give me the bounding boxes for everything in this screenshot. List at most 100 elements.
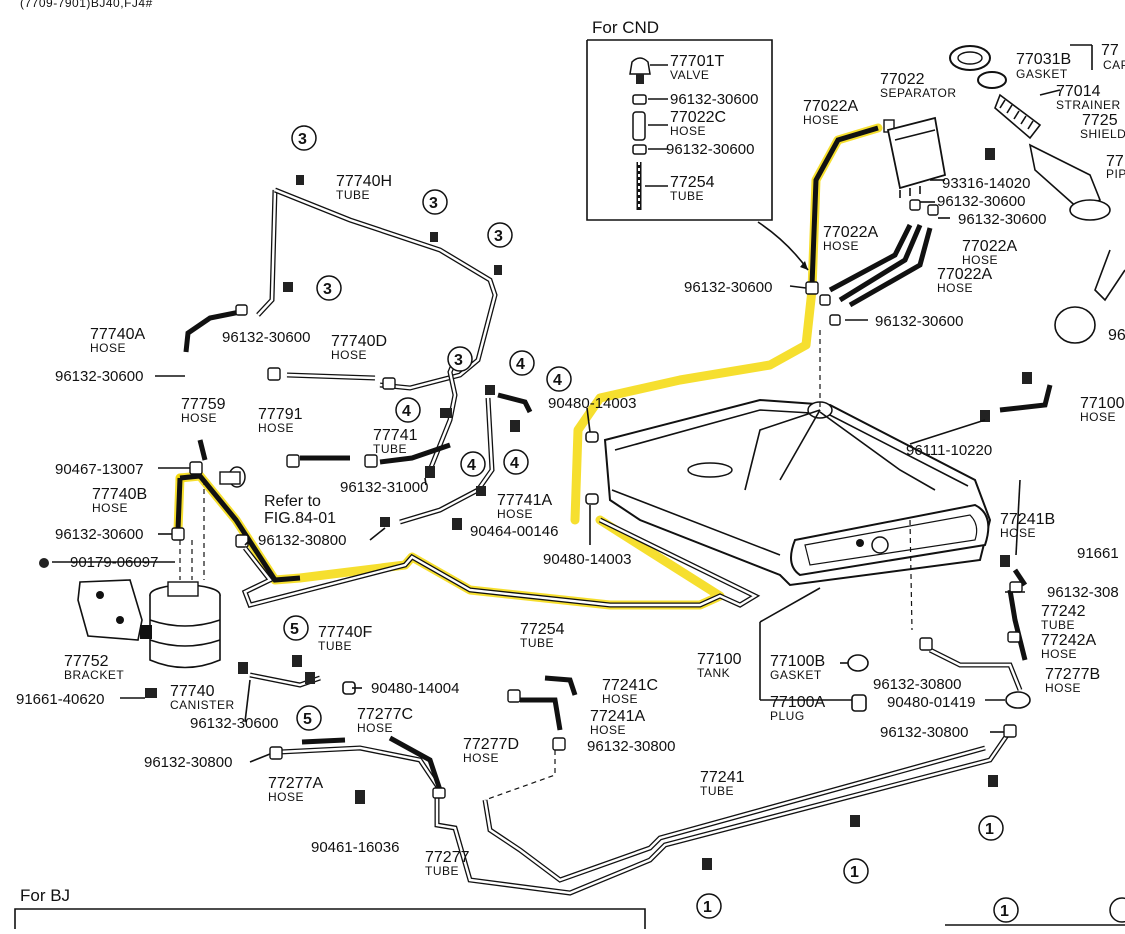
part-name: HOSE <box>1041 647 1077 661</box>
gasket-icon <box>847 654 869 672</box>
clip-icon <box>988 775 998 787</box>
svg-text:4: 4 <box>467 457 476 474</box>
part-number: 77701T <box>670 53 724 70</box>
part-number: 77254 <box>670 174 715 191</box>
fastener-number: 90480-14003 <box>543 551 631 568</box>
ref-marker: 4 <box>395 397 421 423</box>
clamp-icon <box>364 454 378 468</box>
part-name: BRACKET <box>64 668 124 682</box>
part-name: PLUG <box>770 709 805 723</box>
cnd-inset: For CND 77701T VALVE 96132-30600 77022C … <box>586 18 809 271</box>
clamp-icon <box>927 204 939 216</box>
fastener-number: 90461-16036 <box>311 839 399 856</box>
clip-icon <box>430 232 438 242</box>
ref-marker <box>1109 897 1125 923</box>
part-name: TUBE <box>425 864 459 878</box>
ref-marker: 4 <box>546 366 572 392</box>
svg-text:1: 1 <box>1000 903 1009 920</box>
clip-icon <box>440 408 452 418</box>
clip-icon <box>380 517 390 527</box>
part-number: 77022A <box>962 238 1017 255</box>
part-name: HOSE <box>962 253 998 267</box>
svg-text:3: 3 <box>298 131 307 148</box>
part-number: 77242A <box>1041 632 1096 649</box>
ref-marker: 4 <box>509 350 535 376</box>
part-number: 77022C <box>670 109 726 126</box>
for-bj-label: For BJ <box>20 886 70 905</box>
part-name: HOSE <box>331 348 367 362</box>
clip-icon <box>1022 372 1032 384</box>
svg-text:3: 3 <box>323 281 332 298</box>
part-name: HOSE <box>357 721 393 735</box>
part-number: 96 <box>1108 327 1125 344</box>
svg-text:4: 4 <box>510 455 519 472</box>
clip-icon <box>292 655 302 667</box>
part-number: 77100B <box>770 653 825 670</box>
plug-icon <box>851 694 867 712</box>
fastener-number: 96132-30800 <box>258 532 346 549</box>
separator-icon <box>886 116 947 190</box>
part-number: 77022A <box>937 266 992 283</box>
part-name: HOSE <box>803 113 839 127</box>
clamp-icon <box>235 304 248 316</box>
separator-filler <box>805 45 1125 344</box>
upper-left-tubes <box>183 175 533 530</box>
part-number: 77254 <box>520 621 565 638</box>
fuel-tank <box>585 330 992 631</box>
fastener-number: 90480-14003 <box>548 395 636 412</box>
clip-icon <box>702 858 712 870</box>
part-name: TUBE <box>1041 618 1075 632</box>
part-number: 77791 <box>258 406 303 423</box>
part-name: SHIELD <box>1080 127 1125 141</box>
canister-icon <box>149 595 221 669</box>
ref-marker: 3 <box>422 189 448 215</box>
svg-text:5: 5 <box>303 711 312 728</box>
part-number: 77740B <box>92 486 147 503</box>
part-number: 77100 <box>697 651 742 668</box>
part-name: TUBE <box>700 784 734 798</box>
canister-assembly <box>39 439 301 698</box>
part-name: TUBE <box>670 189 704 203</box>
leader-lines <box>52 44 1093 763</box>
part-name: HOSE <box>268 790 304 804</box>
part-number: 77740H <box>336 173 392 190</box>
part-labels: 77740H TUBE 77740A HOSE 96132-30600 7774… <box>16 42 1125 878</box>
clip-icon <box>980 410 990 422</box>
clip-icon <box>452 518 462 530</box>
band-icon <box>1069 199 1111 221</box>
fastener-number: 96132-30600 <box>937 193 1025 210</box>
ref-marker: 1 <box>696 893 722 919</box>
part-name: HOSE <box>181 411 217 425</box>
part-number: 77031B <box>1016 51 1071 68</box>
part-number: 77277A <box>268 775 323 792</box>
part-number: 77 <box>1106 153 1124 170</box>
ref-marker: 3 <box>487 222 513 248</box>
clamp-icon <box>382 377 396 390</box>
fastener-number: 90467-13007 <box>55 461 143 478</box>
part-name: HOSE <box>602 692 638 706</box>
part-number: 91661 <box>1077 545 1119 562</box>
part-name: HOSE <box>497 507 533 521</box>
part-number: 77740A <box>90 326 145 343</box>
clamp-icon <box>286 454 300 468</box>
ref-marker: 3 <box>447 346 473 372</box>
refer-note-line1: Refer to <box>264 493 321 510</box>
part-number: 77277B <box>1045 666 1100 683</box>
refer-note-line2: FIG.84-01 <box>264 510 336 527</box>
fastener-number: 91661-40620 <box>16 691 104 708</box>
svg-text:4: 4 <box>402 403 411 420</box>
part-name: GASKET <box>770 668 822 682</box>
part-number: 77242 <box>1041 603 1086 620</box>
fastener-number: 96132-30600 <box>55 526 143 543</box>
clamp-icon <box>805 281 819 295</box>
part-number: 77759 <box>181 396 226 413</box>
fastener-number: 96132-31000 <box>340 479 428 496</box>
valve-icon <box>629 57 651 75</box>
fastener-number: 90480-14004 <box>371 680 459 697</box>
fastener-number: 96132-30600 <box>958 211 1046 228</box>
clip-icon <box>283 282 293 292</box>
svg-text:3: 3 <box>429 195 438 212</box>
clamp-icon <box>829 314 841 326</box>
clip-icon <box>296 175 304 185</box>
